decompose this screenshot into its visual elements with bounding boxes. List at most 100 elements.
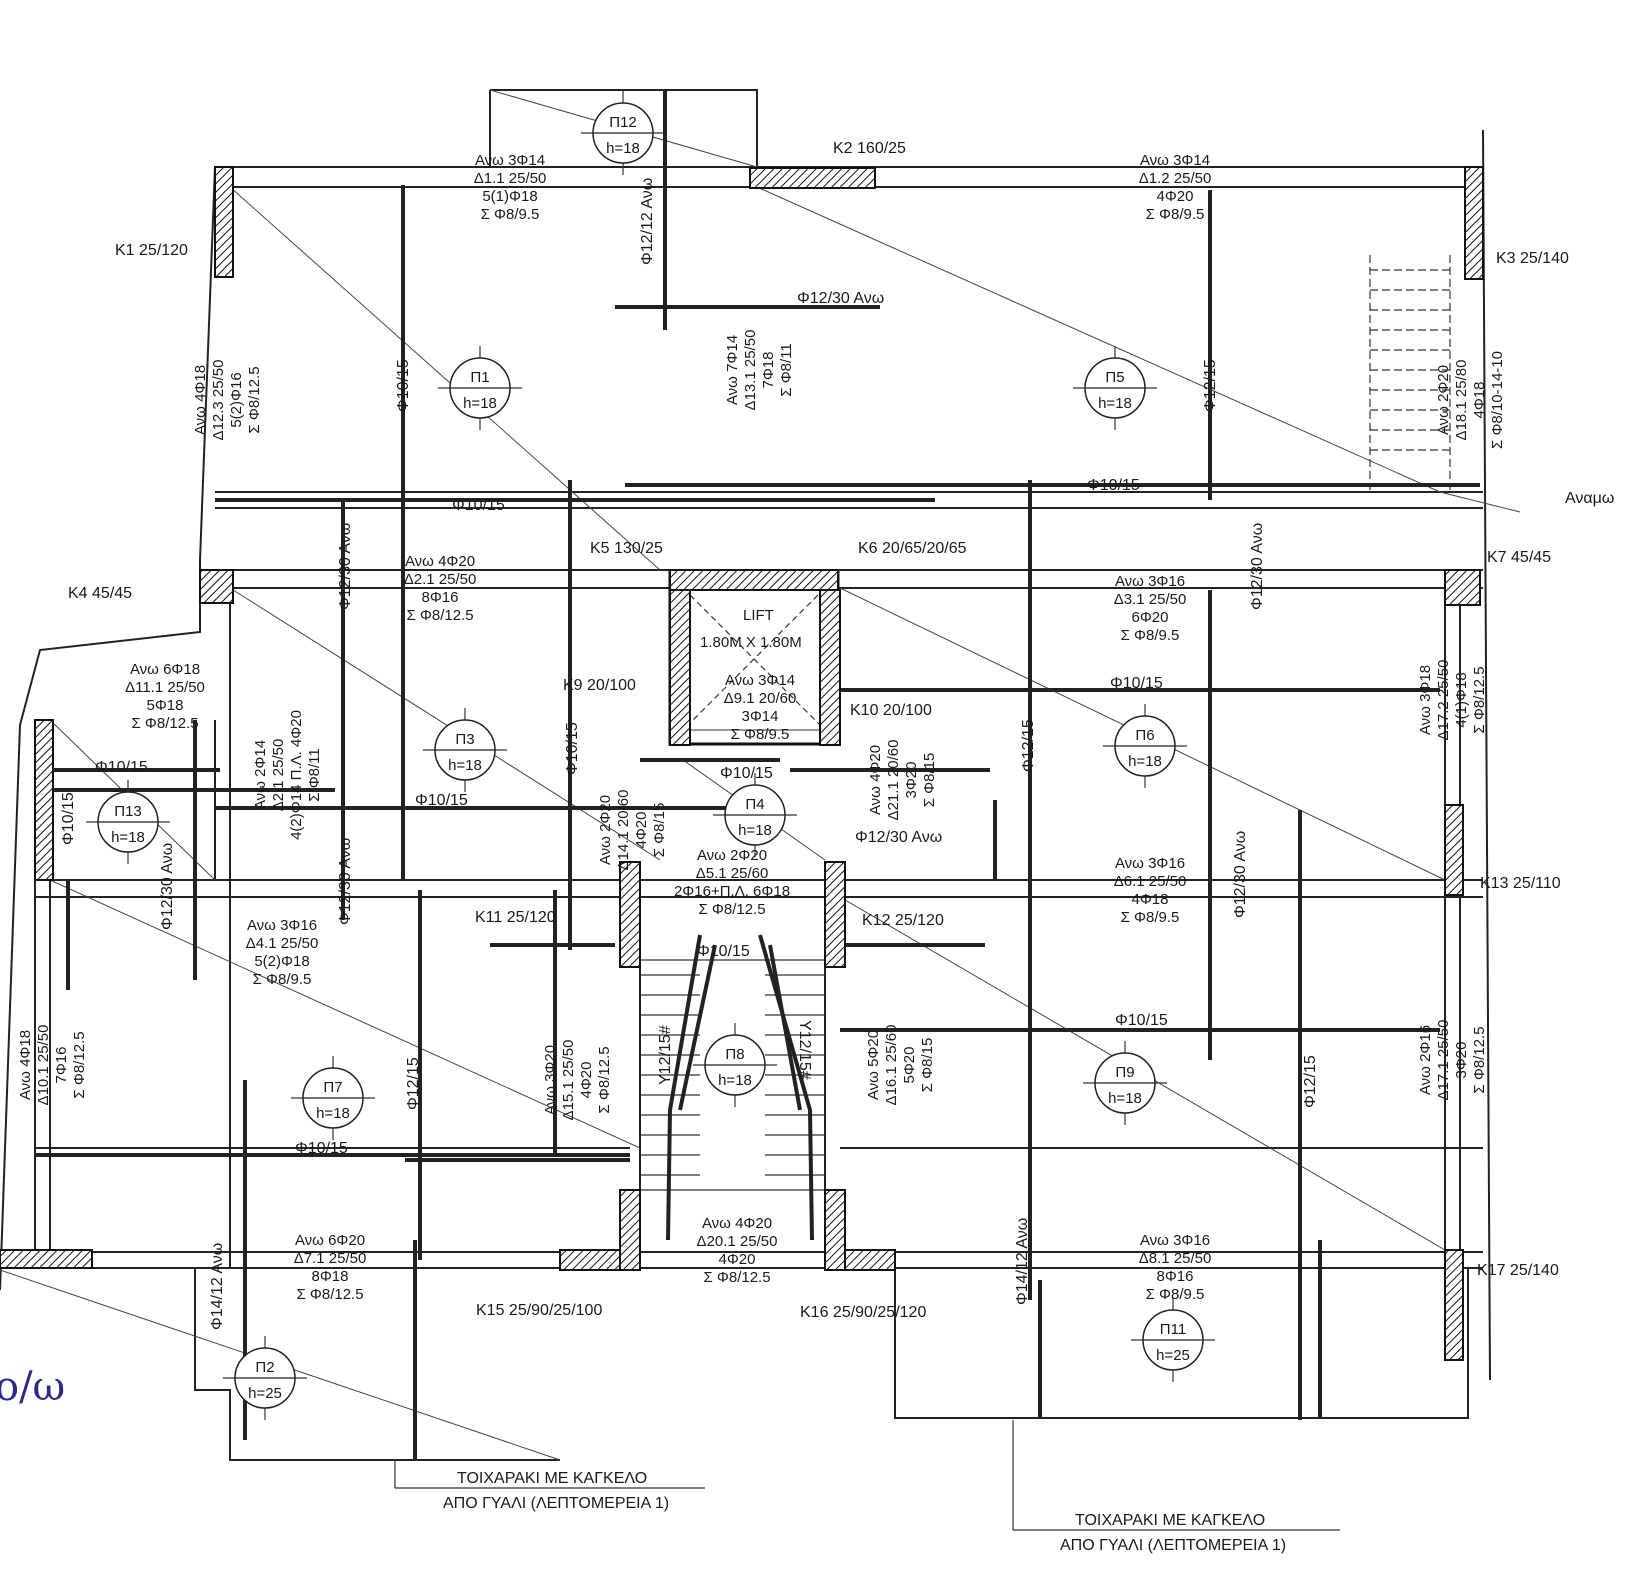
beam-label-line: Σ Φ8/12.5 [71, 1031, 88, 1098]
beam-label-line: Σ Φ8/11 [778, 343, 795, 397]
railing-note-1-line2: ΑΠΟ ΓΥΑΛΙ (ΛΕΠΤΟΜΕΡΕΙΑ 1) [443, 1495, 669, 1512]
beam-label-line: Δ1.2 25/50 [1139, 170, 1212, 187]
beam-label-line: 3Φ20 [903, 762, 920, 799]
beam-label-line: Σ Φ8/15 [919, 1038, 936, 1093]
railing-note-2-line1: ΤΟΙΧΑΡΑΚΙ ΜΕ ΚΑΓΚΕΛΟ [1075, 1512, 1265, 1529]
beam-label-line: Ανω 7Φ14 [724, 335, 741, 405]
beam-label-line: Ανω 3Φ16 [247, 917, 317, 934]
beam-label-line: Δ2.1 25/50 [270, 739, 287, 812]
beam-label-line: Σ Φ8/9.5 [1146, 206, 1205, 223]
rebar-labels: Φ12/30 Ανω Φ10/15 Φ10/15 Φ10/15 Φ10/15 Φ… [60, 178, 1319, 1330]
beam-label-line: Δ21.1 20/60 [885, 740, 902, 821]
slab-name: Π12 [609, 114, 637, 131]
slab-marker-p3: Π3h=18 [423, 708, 507, 792]
beam-label-line: Ανω 3Φ16 [1140, 1232, 1210, 1249]
beam-label-line: Δ18.1 25/80 [1453, 360, 1470, 441]
beam-label-line: 4Φ18 [1132, 891, 1169, 908]
rebar-label: Φ12/30 Ανω [797, 290, 884, 307]
rebar-label: Y12/15# [796, 1020, 813, 1080]
beam-label-line: Δ8.1 25/50 [1139, 1250, 1212, 1267]
rebar-label: Φ12/15 [1302, 1055, 1319, 1108]
beam-label-line: 7Φ16 [53, 1047, 70, 1084]
beam-label-line: Ανω 2Φ20 [697, 847, 767, 864]
beam-label-line: Σ Φ8/9.5 [1146, 1286, 1205, 1303]
lift-size: 1.80M X 1.80M [700, 634, 802, 651]
slab-name: Π6 [1135, 727, 1154, 744]
beam-label-line: 4Φ20 [633, 812, 650, 849]
beam-label-line: Σ Φ8/9.5 [253, 971, 312, 988]
beam-label-line: Σ Φ8/12.5 [296, 1286, 363, 1303]
lift-labels: LIFT 1.80M X 1.80M [700, 607, 802, 651]
stair [640, 934, 830, 1241]
col-label-k3: K3 25/140 [1496, 250, 1569, 267]
beam-label-line: Σ Φ8/9.5 [1121, 627, 1180, 644]
slab-name: Π2 [255, 1359, 274, 1376]
beam-label-line: 8Φ18 [312, 1268, 349, 1285]
slab-thickness: h=18 [738, 822, 772, 839]
beam-label-line: Δ13.1 25/50 [742, 330, 759, 411]
col-label-k7: K7 45/45 [1487, 549, 1551, 566]
slab-thickness: h=18 [718, 1072, 752, 1089]
slab-thickness: h=25 [248, 1385, 282, 1402]
beam-label-line: Δ3.1 25/50 [1114, 591, 1187, 608]
rebar-label: Φ10/15 [60, 792, 77, 845]
rebar-label: Φ10/15 [95, 759, 148, 776]
columns [0, 166, 1484, 1361]
col-label-k12: K12 25/120 [862, 912, 944, 929]
beam-label-line: 4Φ20 [578, 1062, 595, 1099]
rebar-label: Φ10/15 [1110, 675, 1163, 692]
beam-label-line: Δ9.1 20/60 [724, 690, 797, 707]
slab-thickness: h=25 [1156, 1347, 1190, 1364]
beam-label-line: 5Φ20 [901, 1047, 918, 1084]
col-label-k4: K4 45/45 [68, 585, 132, 602]
slab-thickness: h=18 [111, 829, 145, 846]
rebar-label: Φ12/12 Ανω [639, 178, 656, 265]
beam-label-line: 5(2)Φ16 [228, 372, 245, 427]
slab-marker-p2: Π2 h=25 [223, 1336, 307, 1420]
col-label-k10: K10 20/100 [850, 702, 932, 719]
beam-label-line: Δ15.1 25/50 [560, 1040, 577, 1121]
slab-name: Π5 [1105, 369, 1124, 386]
beam-label-line: Ανω 3Φ14 [725, 672, 795, 689]
slab-thickness: h=18 [448, 757, 482, 774]
beam-label-line: Ανω 4Φ18 [17, 1030, 34, 1100]
railing-note-1-line1: ΤΟΙΧΑΡΑΚΙ ΜΕ ΚΑΓΚΕΛΟ [457, 1470, 647, 1487]
col-label-k6: K6 20/65/20/65 [858, 540, 967, 557]
beam-label-line: 5(1)Φ18 [482, 188, 537, 205]
beam-label-line: 6Φ20 [1132, 609, 1169, 626]
slab-name: Π9 [1115, 1064, 1134, 1081]
rebar-label: Φ10/15 [395, 359, 412, 412]
beam-label-line: Δ1.1 25/50 [474, 170, 547, 187]
beam-label-line: Σ Φ8/12.5 [1471, 1026, 1488, 1093]
slab-thickness: h=18 [606, 140, 640, 157]
building-outline [0, 89, 1491, 1461]
beam-label-line: Δ17.1 25/50 [1435, 1020, 1452, 1101]
handwritten-mark: o/ω [0, 1364, 65, 1410]
beam-label-line: Ανω 3Φ16 [1115, 855, 1185, 872]
rebar-label: Φ12/30 Ανω [159, 843, 176, 930]
column-labels: K1 25/120 K2 160/25 K3 25/140 K4 45/45 K… [68, 140, 1569, 1321]
beam-label-line: 4Φ20 [719, 1251, 756, 1268]
rebar-label: Φ12/30 Ανω [1249, 523, 1266, 610]
slab-marker-p7: Π7h=18 [291, 1056, 375, 1140]
lift-shaft [668, 570, 840, 746]
beam-label-line: Σ Φ8/12.5 [703, 1269, 770, 1286]
rebar-label: Y12/15# [657, 1025, 674, 1085]
beam-label-line: Σ Φ8/9.5 [481, 206, 540, 223]
rebar-label: Φ10/15 [720, 765, 773, 782]
beam-label-line: Ανω 3Φ18 [1417, 665, 1434, 735]
beam-label-line: Σ Φ8/12.5 [406, 607, 473, 624]
beam-label-line: Ανω 3Φ14 [475, 152, 545, 169]
rebar-label: Φ12/15 [405, 1057, 422, 1110]
rebar-label: Φ10/15 [415, 792, 468, 809]
slab-thickness: h=18 [1128, 753, 1162, 770]
